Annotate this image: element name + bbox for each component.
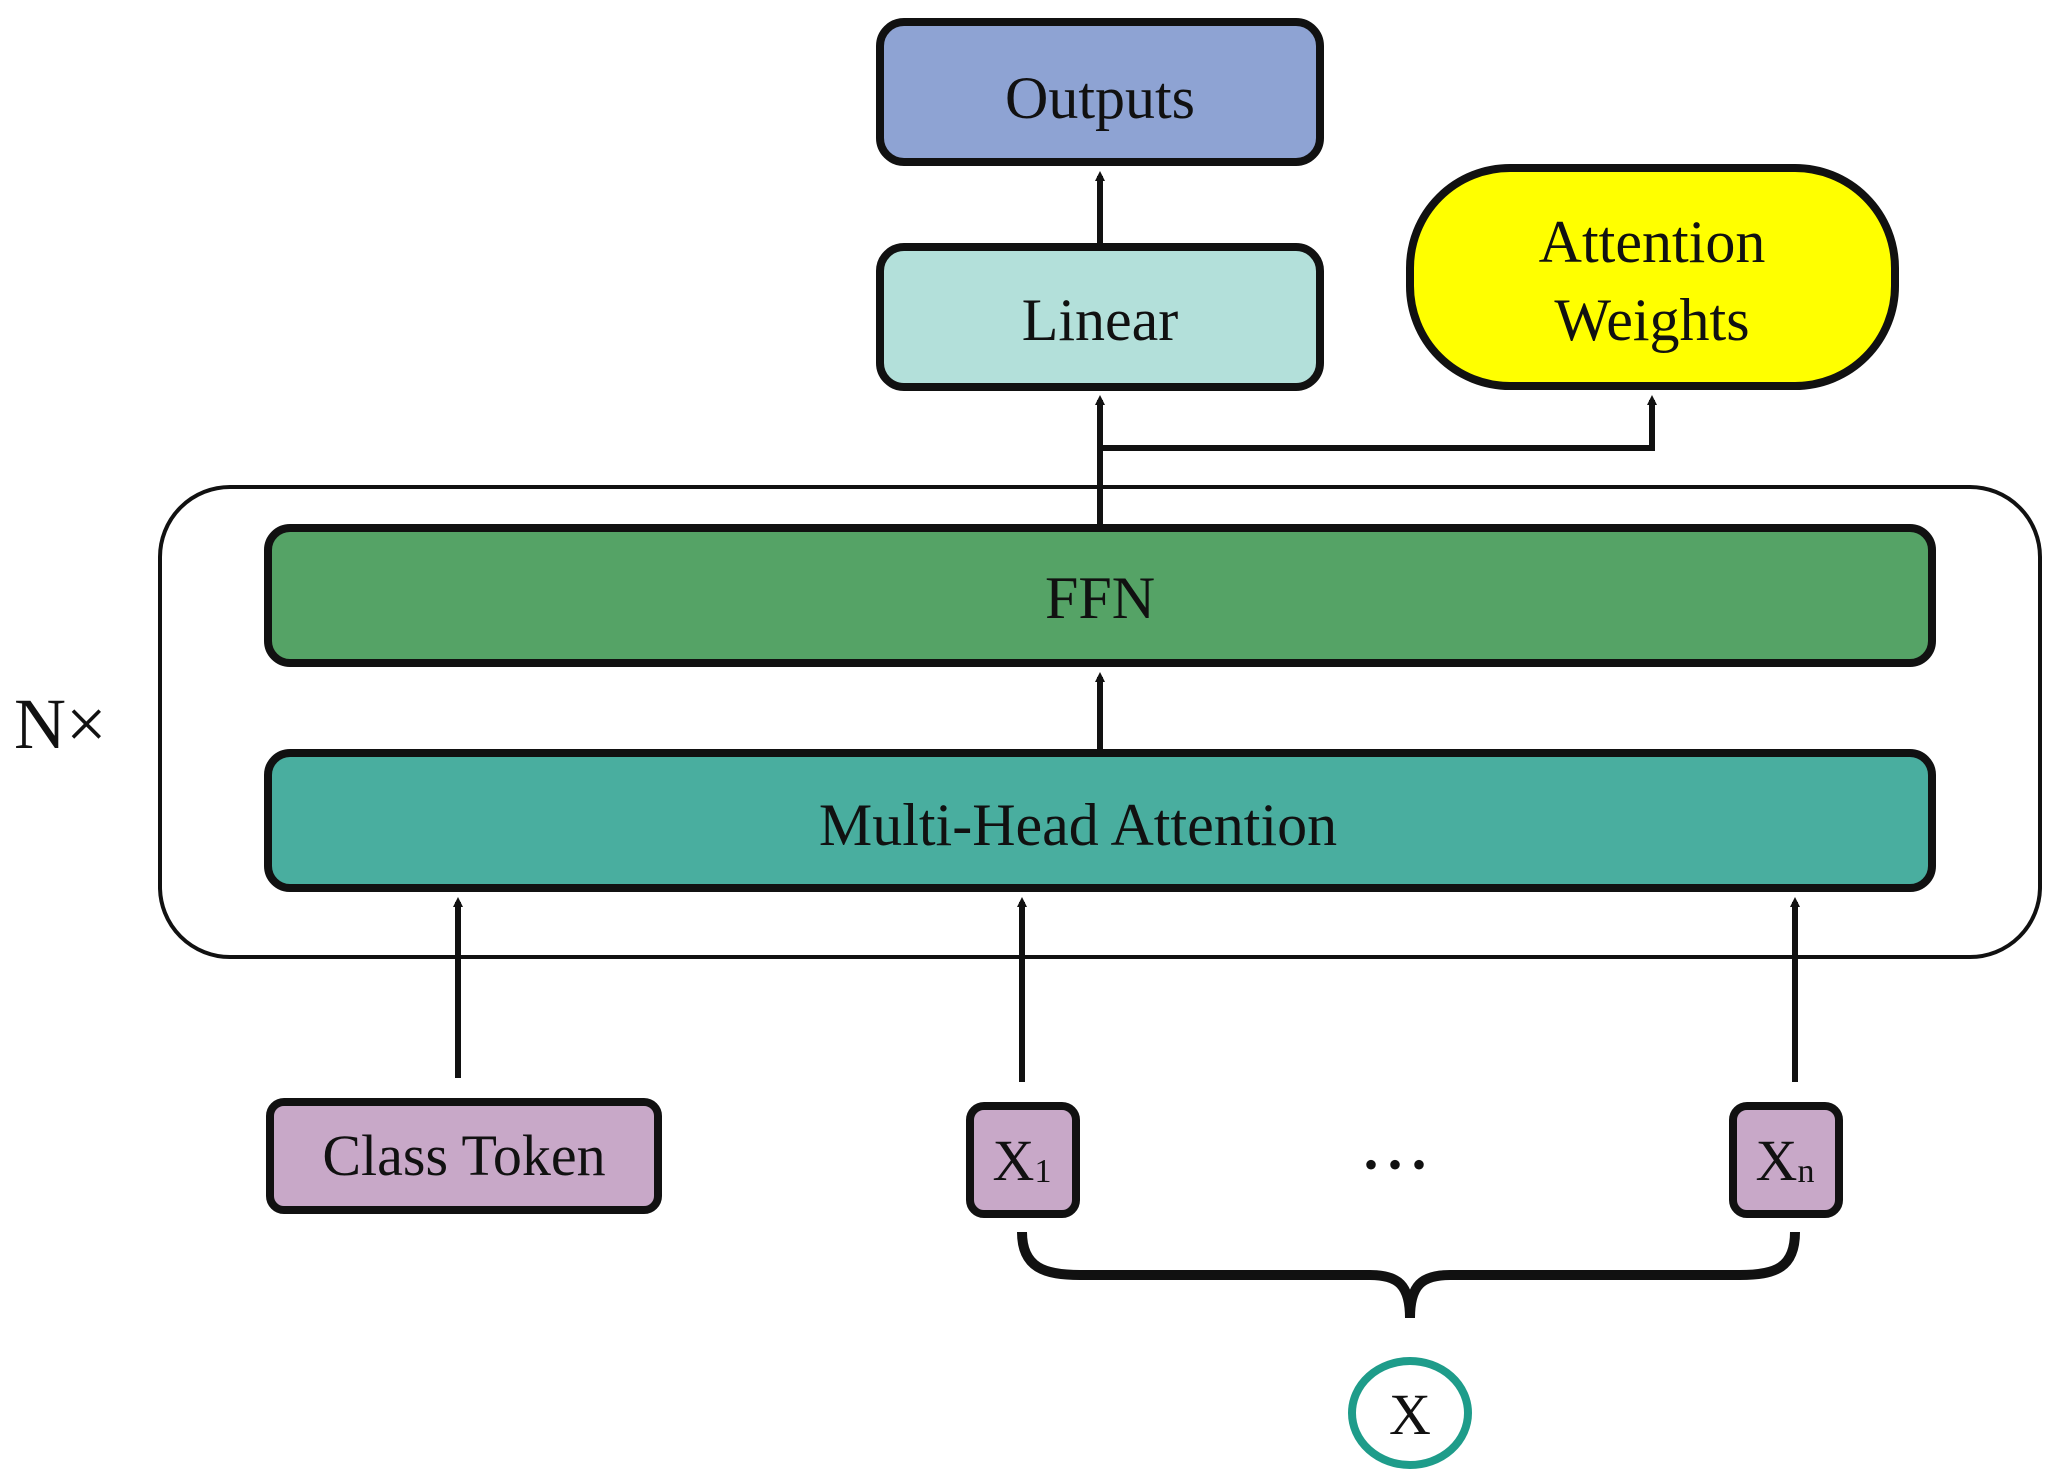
repeat-label: N× xyxy=(14,684,107,764)
xn-token-node: Xn xyxy=(1729,1102,1843,1218)
mha-label: Multi-Head Attention xyxy=(819,792,1337,858)
ffn-label: FFN xyxy=(1045,565,1155,631)
outputs-box xyxy=(876,18,1324,166)
outputs-node: Outputs xyxy=(876,18,1324,166)
arrow-ffn-to-attention-weights xyxy=(1100,395,1657,451)
attention-weights-node: Attention Weights xyxy=(1406,164,1899,390)
linear-node: Linear xyxy=(876,243,1324,391)
mha-node: Multi-Head Attention xyxy=(264,749,1936,892)
x-circle-node: X xyxy=(1348,1357,1472,1469)
class-token-box xyxy=(266,1098,662,1214)
x1-subscript: 1 xyxy=(1034,1153,1051,1190)
ffn-node: FFN xyxy=(264,524,1936,667)
attention-weights-label-line1: Attention xyxy=(1539,209,1766,275)
x1-base: X xyxy=(993,1128,1035,1193)
x1-token-label: X1 xyxy=(993,1128,1052,1193)
xn-token-label: Xn xyxy=(1756,1128,1815,1193)
x1-token-node: X1 xyxy=(966,1102,1080,1218)
class-token-label: Class Token xyxy=(322,1123,605,1188)
x1-token-box xyxy=(966,1102,1080,1218)
x-circle-label: X xyxy=(1389,1382,1431,1447)
attention-weights-box xyxy=(1406,164,1899,390)
xn-subscript: n xyxy=(1797,1153,1814,1190)
token-group-brace xyxy=(1017,1231,1800,1319)
x-circle xyxy=(1348,1357,1472,1469)
class-token-node: Class Token xyxy=(266,1098,662,1214)
attention-weights-label-line2: Weights xyxy=(1554,287,1749,353)
xn-base: X xyxy=(1756,1128,1798,1193)
xn-token-box xyxy=(1729,1102,1843,1218)
outputs-label: Outputs xyxy=(1005,65,1195,131)
linear-label: Linear xyxy=(1022,287,1179,353)
ellipsis: • • • xyxy=(1364,1142,1426,1187)
